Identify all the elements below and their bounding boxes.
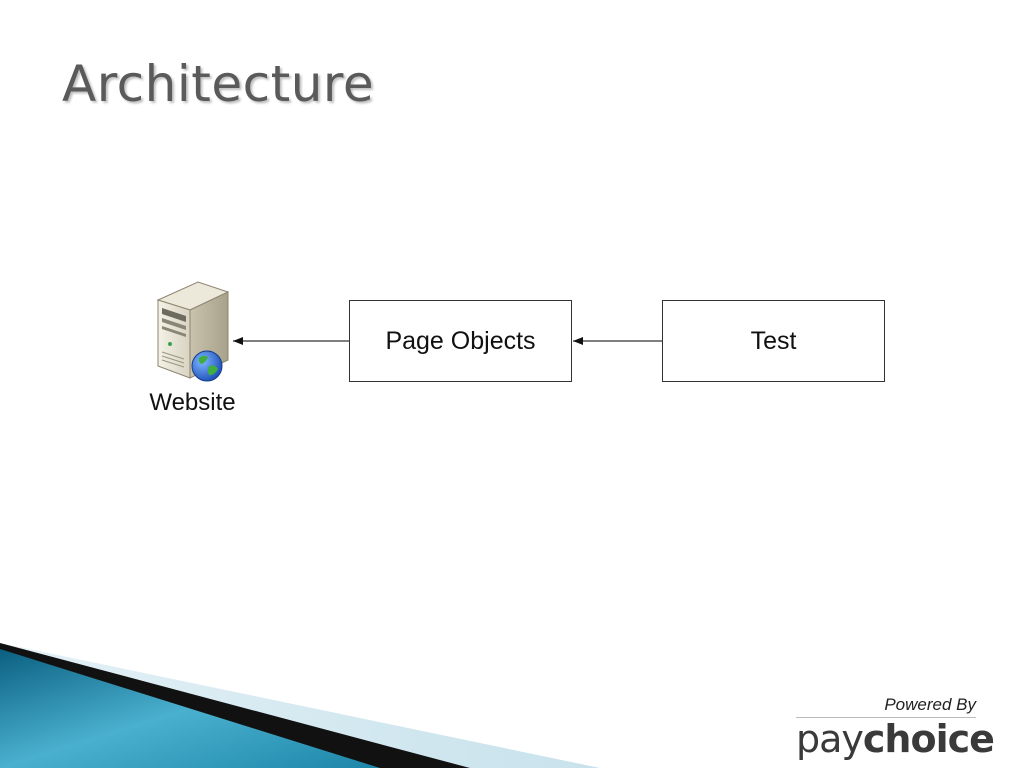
brand-name: paychoice (796, 717, 995, 762)
brand-name-light: pay (796, 717, 864, 762)
test-node: Test (662, 300, 885, 382)
page-objects-label: Page Objects (385, 326, 536, 355)
footer-decoration (0, 643, 600, 768)
website-label: Website (149, 389, 236, 416)
brand-name-bold: choice (862, 717, 995, 762)
slide-title: Architecture (62, 55, 375, 113)
brand-logo: Powered By paychoice (796, 695, 995, 762)
web-server-icon (156, 281, 230, 382)
test-label: Test (750, 326, 797, 355)
powered-by-text: Powered By (796, 695, 976, 719)
page-objects-node: Page Objects (349, 300, 572, 382)
